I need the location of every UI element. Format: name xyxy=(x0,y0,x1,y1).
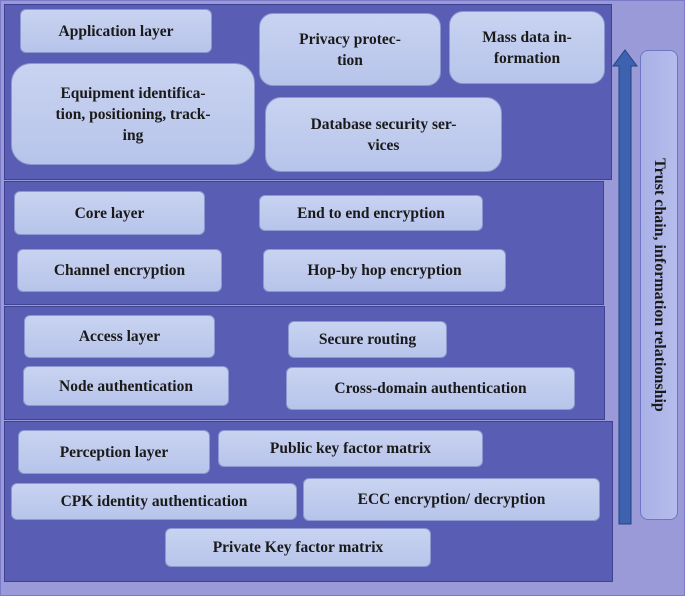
secure-routing-box: Secure routing xyxy=(288,321,447,358)
cross-domain-authentication-box: Cross-domain authentication xyxy=(286,367,575,410)
privacy-protection-box: Privacy protec- tion xyxy=(259,13,441,86)
application-layer-label: Application layer xyxy=(20,9,212,53)
perception-layer-label: Perception layer xyxy=(18,430,210,474)
private-key-factor-matrix-box: Private Key factor matrix xyxy=(165,528,431,567)
core-layer-label: Core layer xyxy=(14,191,205,235)
channel-encryption-box: Channel encryption xyxy=(17,249,222,292)
trust-chain-label-box: Trust chain, information relationship xyxy=(640,50,678,520)
up-arrow-icon xyxy=(612,49,638,525)
trust-chain-label: Trust chain, information relationship xyxy=(651,158,668,412)
ecc-encryption-decryption-box: ECC encryption/ decryption xyxy=(303,478,600,521)
cpk-identity-authentication-box: CPK identity authentication xyxy=(11,483,297,520)
equipment-identification-box: Equipment identifica- tion, positioning,… xyxy=(11,63,255,165)
access-layer-label: Access layer xyxy=(24,315,215,358)
hop-by-hop-encryption-box: Hop-by hop encryption xyxy=(263,249,506,292)
mass-data-information-box: Mass data in- formation xyxy=(449,11,605,84)
end-to-end-encryption-box: End to end encryption xyxy=(259,195,483,231)
database-security-box: Database security ser- vices xyxy=(265,97,502,172)
public-key-factor-matrix-box: Public key factor matrix xyxy=(218,430,483,467)
trust-chain-arrow xyxy=(611,48,639,526)
node-authentication-box: Node authentication xyxy=(23,366,229,406)
